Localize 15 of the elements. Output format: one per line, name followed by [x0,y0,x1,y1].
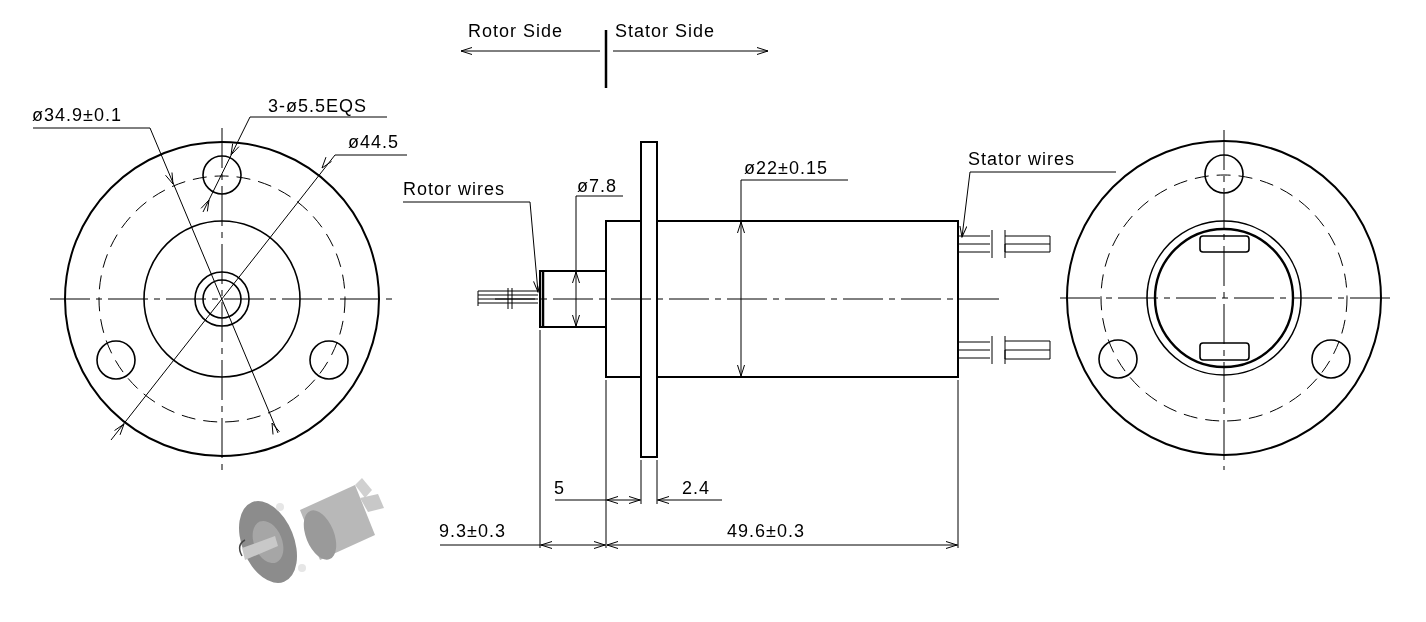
dimension-label: ø44.5 [348,131,400,153]
dimension-label: 9.3±0.3 [439,520,506,542]
leader-label: Rotor wires [403,176,537,202]
dimension-label: 2.4 [682,477,711,499]
leader-line [959,171,1117,238]
side-label: Stator Side [615,20,716,42]
side-label: Rotor Side [468,20,564,42]
dimension-label: 3-ø5.5EQS [268,95,368,117]
dimension-label: ø7.8 [577,175,618,197]
dimension-label: ø22±0.15 [744,157,828,179]
leader-label: Stator wires [968,146,1116,172]
dimension-label: ø34.9±0.1 [32,104,122,126]
dimension-label: 5 [554,477,565,499]
leader-line [402,201,541,293]
dimension-label: 49.6±0.3 [727,520,805,542]
